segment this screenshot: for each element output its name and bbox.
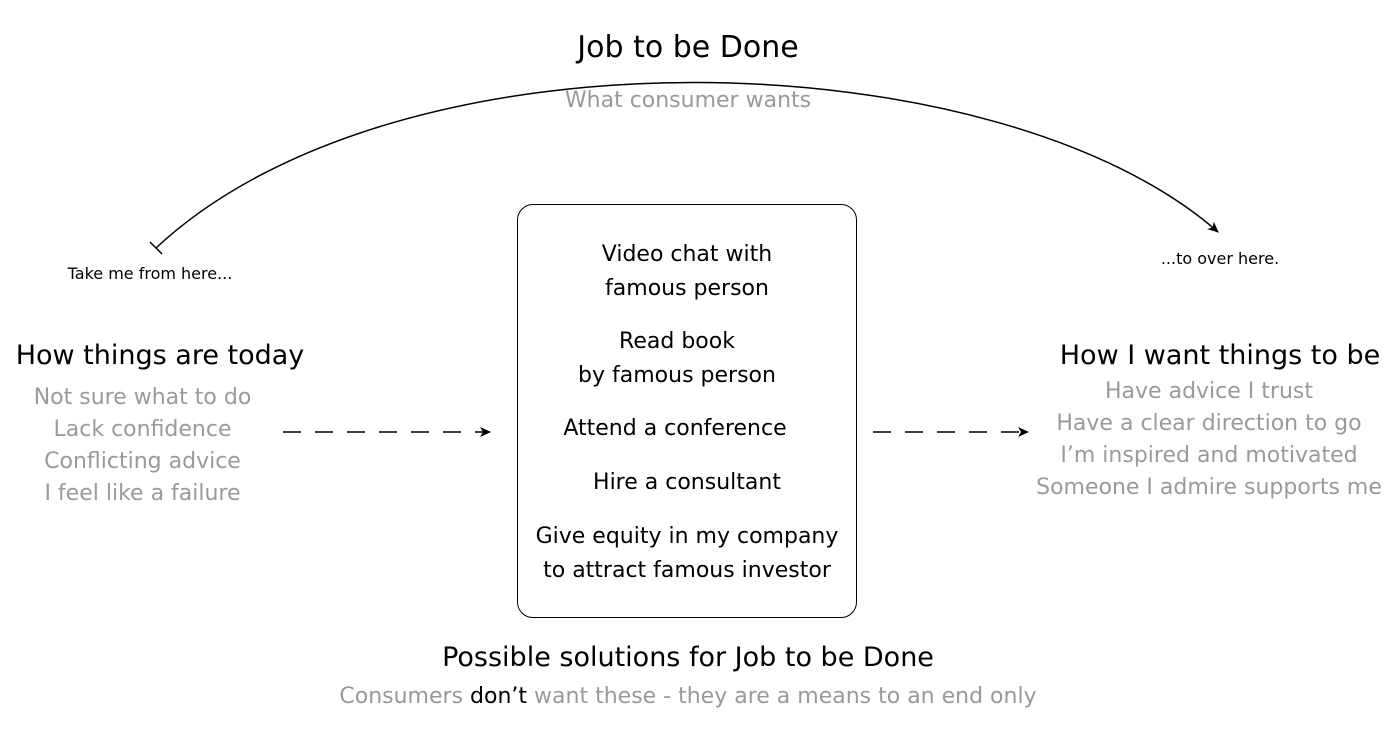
start-label: Take me from here... <box>67 264 233 283</box>
desired-heading: How I want things to be <box>1059 340 1381 371</box>
solution-consultant: Hire a consultant <box>517 466 857 500</box>
solution-line: famous person <box>605 276 769 301</box>
today-list: Not sure what to do Lack confidence Conf… <box>0 382 285 510</box>
job-title: Job to be Done <box>577 30 799 65</box>
today-item: Conflicting advice <box>44 449 241 474</box>
solution-line: Attend a conference <box>563 416 787 441</box>
solution-line: to attract famous investor <box>543 558 831 583</box>
solution-conference: Attend a conference <box>505 412 845 446</box>
solution-line: Give equity in my company <box>535 524 839 549</box>
today-item: Not sure what to do <box>33 385 252 410</box>
start-tick <box>149 241 163 255</box>
solution-read-book: Read book by famous person <box>517 325 837 393</box>
note-prefix: Consumers <box>339 684 464 709</box>
note-emphasis: don’t <box>470 684 528 709</box>
solution-line: Read book <box>619 329 735 354</box>
desired-item: Someone I admire supports me <box>1036 475 1382 500</box>
desired-item: Have a clear direction to go <box>1056 411 1362 436</box>
desired-item: Have advice I trust <box>1105 379 1313 404</box>
desired-item: I’m inspired and motivated <box>1060 443 1358 468</box>
today-heading: How things are today <box>15 340 305 371</box>
solutions-box <box>517 204 857 618</box>
solutions-title: Possible solutions for Job to be Done <box>442 642 934 673</box>
solution-line: Video chat with <box>601 242 773 267</box>
solution-video-chat: Video chat with famous person <box>517 238 857 306</box>
job-subtitle: What consumer wants <box>564 88 812 113</box>
job-arc <box>155 81 1219 249</box>
solution-line: Hire a consultant <box>593 470 781 495</box>
desired-list: Have advice I trust Have a clear directi… <box>1020 376 1398 504</box>
note-suffix: want these - they are a means to an end … <box>534 684 1037 709</box>
today-item: Lack confidence <box>53 417 232 442</box>
today-item: I feel like a failure <box>44 481 241 506</box>
solution-equity: Give equity in my company to attract fam… <box>517 520 857 588</box>
end-label: ...to over here. <box>1160 249 1280 268</box>
solutions-note: Consumers don’t want these - they are a … <box>288 684 1088 709</box>
solution-line: by famous person <box>578 363 776 388</box>
